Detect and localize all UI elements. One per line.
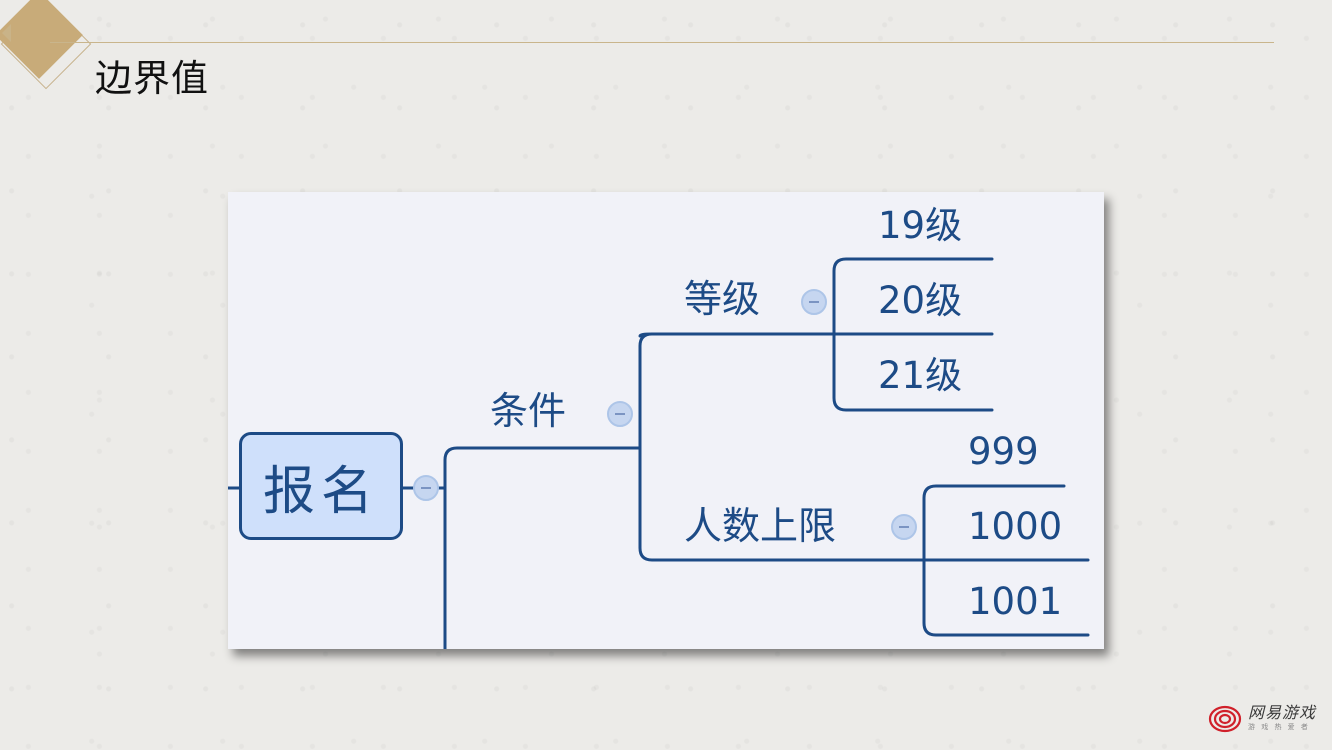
collapse-level-icon[interactable] [801, 289, 827, 315]
connector-condition-sub [638, 332, 926, 562]
connector-level-21 [832, 332, 994, 412]
connector-headcount-1001 [922, 558, 1090, 637]
connector-level-19 [832, 257, 994, 336]
root-node[interactable]: 报名 [239, 432, 403, 540]
netease-swirl-icon [1208, 705, 1242, 733]
header-rule [50, 42, 1274, 43]
leaf-headcount-1000[interactable]: 1000 [968, 505, 1063, 548]
topic-level[interactable]: 等级 [684, 277, 761, 321]
topic-headcount[interactable]: 人数上限 [684, 504, 837, 548]
logo-name: 网易游戏 [1248, 703, 1317, 723]
collapse-root-icon[interactable] [413, 475, 439, 501]
back-arrow-icon[interactable] [2, 24, 11, 42]
leaf-level-19[interactable]: 19级 [878, 204, 963, 247]
mindmap-image: 报名 条件 等级 19级 20级 21级 人数上限 999 1000 1001 [228, 192, 1104, 649]
mindmap-connectors [228, 257, 1090, 649]
page-title: 边界值 [95, 57, 209, 100]
leaf-level-20[interactable]: 20级 [878, 279, 963, 322]
connector-headcount-999 [922, 484, 1066, 562]
connector-condition-branch [443, 446, 642, 649]
collapse-condition-icon[interactable] [607, 401, 633, 427]
leaf-level-21[interactable]: 21级 [878, 354, 963, 397]
netease-games-logo: 网易游戏 游 戏 热 爱 者 [1206, 698, 1318, 738]
leaf-headcount-1001[interactable]: 1001 [968, 580, 1063, 623]
topic-condition[interactable]: 条件 [490, 389, 567, 433]
leaf-headcount-999[interactable]: 999 [968, 430, 1039, 473]
collapse-headcount-icon[interactable] [891, 514, 917, 540]
logo-tagline: 游 戏 热 爱 者 [1248, 722, 1310, 731]
